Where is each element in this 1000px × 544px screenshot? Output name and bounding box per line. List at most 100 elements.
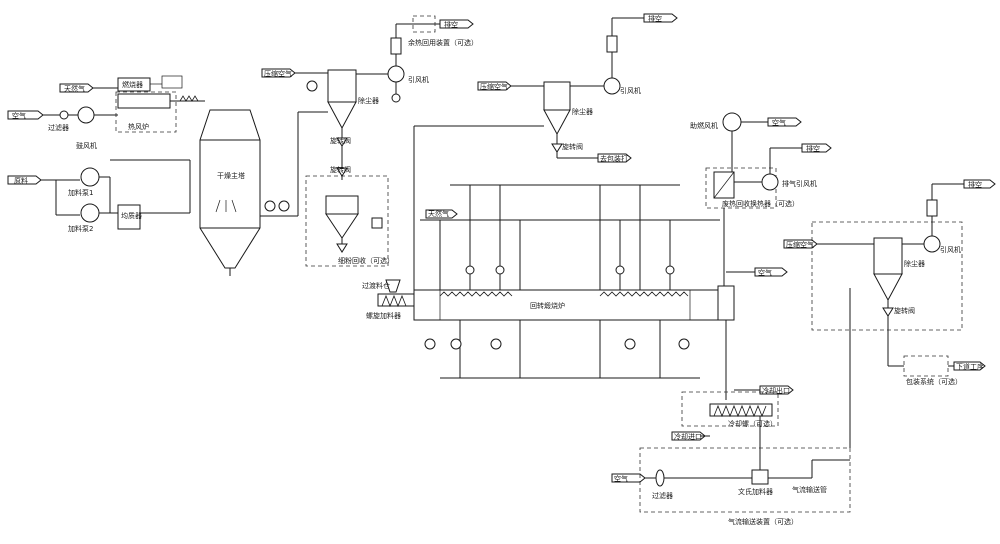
conveying-system-label: 气流输送装置（可选）	[728, 517, 798, 526]
pusher-furnace	[413, 289, 719, 321]
gauge	[490, 338, 502, 350]
exhaust-1-label: 排空	[444, 20, 458, 29]
exhaust-treatment-label: 余热回用装置（可选）	[408, 38, 478, 47]
fine-powder-return-section: 旋转阀 细粉回收（可选）	[305, 148, 394, 267]
burner	[117, 77, 151, 92]
exhaust-4-label: 排空	[968, 180, 982, 189]
burner-nozzle	[495, 265, 505, 275]
homogenizer	[117, 204, 141, 230]
burner-nozzle	[615, 265, 625, 275]
bag-filter-1	[327, 69, 357, 103]
spray-dryer: 干燥主塔	[199, 109, 298, 276]
pneumatic-line-label: 气流输送管	[792, 485, 827, 494]
heat-recovery-section: 助燃风机 空气 废热回收换热器（可选） 排气引风机 排空	[690, 112, 832, 286]
feed-pump-1-label: 加料泵1	[68, 188, 93, 197]
discharge-cyclone	[717, 285, 735, 321]
burner-nozzle	[665, 265, 675, 275]
rotary-valve-1-label: 旋转阀	[330, 136, 351, 145]
silencer	[926, 199, 938, 217]
spray-dryer-label: 干燥主塔	[217, 171, 245, 180]
feed-pump-2-label: 加料泵2	[68, 224, 93, 233]
screw-feeder-section: 过渡料仓 螺旋加料器	[362, 279, 415, 320]
air-2-label: 空气	[758, 268, 772, 277]
cooling-screw-label: 冷却螺（可选）	[728, 419, 777, 428]
level-indicator	[371, 217, 383, 229]
filter-label: 过滤器	[48, 123, 69, 132]
homogenizer-label: 均质器	[121, 211, 142, 220]
exhaust-fan-label: 排气引风机	[782, 179, 817, 188]
blow-feeder-label: 文氏加料器	[738, 487, 773, 496]
rotary-valve-3-label: 旋转阀	[562, 142, 583, 151]
natural-gas-label: 天然气	[64, 84, 85, 93]
cooling-water-in-label: 冷却进口	[674, 432, 702, 441]
bag-filter-2	[543, 81, 571, 111]
heat-exchanger-label: 废热回收换热器（可选）	[722, 199, 799, 208]
bag-filter-2-section: 压缩空气 除尘器 旋转阀 去包装打 引风机 排空	[477, 13, 678, 163]
induced-fan-3-label: 引风机	[940, 245, 961, 254]
induced-fan-1	[387, 65, 405, 83]
bag-filter-1-label: 除尘器	[358, 96, 379, 105]
hot-air-furnace-label: 热风炉	[128, 122, 149, 131]
exhaust-3-label: 排空	[806, 144, 820, 153]
air-3-label: 空气	[772, 118, 786, 127]
exhaust-treatment-box	[412, 15, 436, 33]
filter-2-label: 过滤器	[652, 491, 673, 500]
induced-fan-2	[603, 77, 621, 95]
instrument-box	[161, 75, 183, 89]
pressure-gauge	[264, 200, 276, 212]
hot-air-section: 天然气 燃烧器 热风炉 空气 过滤器 鼓风机 原料 加料泵1 加料泵2	[7, 75, 205, 233]
induced-fan-3	[923, 235, 941, 253]
compressed-air-1-label: 压缩空气	[264, 69, 292, 78]
exhaust-fan	[761, 173, 779, 191]
blower	[77, 106, 95, 124]
pusher-furnace-label: 回转煅烧炉	[530, 301, 565, 310]
filter-symbol	[59, 110, 69, 120]
gauge	[678, 338, 690, 350]
cooling-conveying-section: 冷却螺（可选） 冷却出口 冷却进口 空气 过滤器 文氏加料器 气流输送管 气流输…	[611, 385, 851, 526]
rotary-valve-4-label: 旋转阀	[894, 306, 915, 315]
bag-filter-1-section: 压缩空气 除尘器 旋转阀 引风机 排空 余热回用装置（可选）	[261, 15, 478, 216]
rotary-valve-2-label: 旋转阀	[330, 165, 351, 174]
compressed-air-2-label: 压缩空气	[480, 82, 508, 91]
compressed-air-3-label: 压缩空气	[786, 240, 814, 249]
bag-filter-3-section: 压缩空气 除尘器 旋转阀 引风机 排空 包装系统（可选） 下道工序	[783, 179, 996, 448]
screw-feeder-label: 螺旋加料器	[366, 311, 401, 320]
gauge	[424, 338, 436, 350]
bagging-label: 包装系统（可选）	[906, 377, 962, 386]
induced-fan-2-label: 引风机	[620, 86, 641, 95]
air-4-label: 空气	[614, 474, 628, 483]
exhaust-2-label: 排空	[648, 14, 662, 23]
to-packing-label: 去包装打	[600, 154, 628, 163]
feed-pump-2	[80, 203, 100, 223]
fine-powder-return-label: 细粉回收（可选）	[338, 256, 394, 265]
hot-air-furnace	[117, 93, 171, 109]
fine-powder-hopper	[325, 195, 359, 215]
silencer	[606, 35, 618, 53]
motor	[391, 93, 401, 103]
combustion-fan-label: 助燃风机	[690, 121, 718, 130]
bag-filter-3-label: 除尘器	[904, 259, 925, 268]
cooling-water-out-label: 冷却出口	[762, 386, 790, 395]
bag-filter-2-label: 除尘器	[572, 107, 593, 116]
feed-label: 原料	[14, 176, 28, 185]
feed-hopper-label: 过渡料仓	[362, 281, 390, 290]
silencer	[390, 37, 402, 55]
blow-feeder	[751, 469, 769, 485]
bag-filter-3	[873, 237, 903, 275]
next-process-label: 下道工序	[956, 362, 984, 371]
air-label: 空气	[12, 111, 26, 120]
induced-fan-1-label: 引风机	[408, 75, 429, 84]
blower-label: 鼓风机	[76, 141, 97, 150]
gauge	[624, 338, 636, 350]
combustion-fan	[722, 112, 742, 132]
feed-pump-1	[80, 167, 100, 187]
gauge	[306, 80, 318, 92]
temperature-gauge	[278, 200, 290, 212]
filter-2	[655, 469, 665, 487]
burner-nozzle	[465, 265, 475, 275]
calciner-section: 回转煅烧炉 天然气 空气	[413, 125, 788, 400]
gauge	[450, 338, 462, 350]
burner-label: 燃烧器	[122, 80, 143, 89]
natural-gas-2-label: 天然气	[428, 209, 449, 218]
